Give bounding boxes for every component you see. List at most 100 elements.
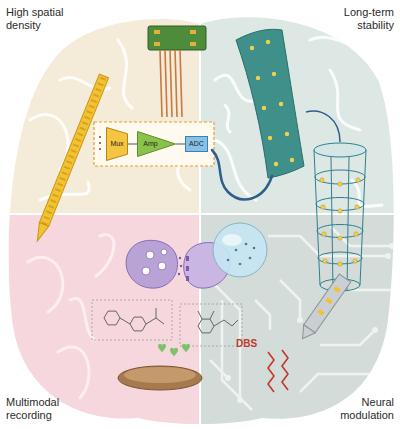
microwire-bundle xyxy=(160,50,182,117)
channel-dots xyxy=(99,136,101,150)
node-label: Mux xyxy=(110,140,123,148)
flexible-electrode xyxy=(274,162,278,166)
circuit-traces xyxy=(222,300,252,410)
flexible-electrode xyxy=(250,46,254,50)
nanoparticle-sphere xyxy=(239,263,242,266)
circuit-traces xyxy=(320,330,375,345)
microwire-bundle xyxy=(175,50,177,117)
circuit-pads xyxy=(225,375,231,381)
brain-gyri xyxy=(70,298,95,340)
flexible-electrode xyxy=(256,76,260,80)
stimulation-probe xyxy=(325,298,332,305)
synapse xyxy=(142,267,150,275)
synapse xyxy=(161,249,167,255)
flexible-electrode xyxy=(262,106,266,110)
flexible-electrode xyxy=(279,102,283,106)
amplifier-outline xyxy=(138,132,176,157)
mesh-electrode xyxy=(314,143,366,157)
brain-gyri xyxy=(96,235,114,276)
nanoparticle-sphere xyxy=(213,223,267,277)
quadrant-ground xyxy=(201,215,400,429)
box-outline xyxy=(186,137,208,152)
culture-dish xyxy=(118,366,202,390)
flexible-electrode xyxy=(236,29,304,178)
circuit-pads xyxy=(237,397,243,403)
brain-gyri xyxy=(30,115,68,170)
molecule-structure xyxy=(130,317,146,331)
pcb-board xyxy=(190,42,196,46)
brain-gyri xyxy=(58,347,89,398)
heart-symbols xyxy=(158,344,166,353)
brain-gyri xyxy=(118,40,132,108)
circuit-pads xyxy=(372,327,378,333)
flexible-electrode xyxy=(290,158,294,162)
mesh-electrode xyxy=(306,111,340,142)
pcb-board xyxy=(190,30,196,34)
quadrant-ground xyxy=(0,215,199,429)
circuit-pads xyxy=(385,253,391,259)
signal-connector xyxy=(176,144,185,145)
circuit-pads xyxy=(385,371,391,377)
brain-gyri xyxy=(28,257,63,312)
synapse xyxy=(158,262,166,270)
mesh-electrode xyxy=(353,259,357,263)
circuit-traces xyxy=(300,374,388,392)
adc-block: ADC xyxy=(185,136,208,152)
synapse xyxy=(142,249,167,275)
dbs-leads xyxy=(268,352,274,392)
mesh-electrode xyxy=(314,150,320,285)
mesh-electrode xyxy=(323,259,327,263)
mesh-electrode xyxy=(355,205,359,209)
brain-gyri xyxy=(352,180,382,206)
nanoparticle-sphere xyxy=(222,234,242,246)
amplifier-symbol: Amp xyxy=(137,131,176,157)
synapse xyxy=(178,273,180,275)
mesh-electrode xyxy=(331,157,333,291)
circuit-pads xyxy=(389,243,395,249)
electrode-cable xyxy=(212,150,272,199)
flexible-electrode xyxy=(250,40,294,166)
panel-title: High spatial density xyxy=(6,6,86,32)
mesh-electrode xyxy=(338,262,342,266)
circuit-traces xyxy=(280,280,300,320)
pcb-board xyxy=(148,26,206,50)
molecule-structure xyxy=(92,300,172,340)
flexible-electrode xyxy=(272,72,276,76)
mesh-electrode xyxy=(320,178,324,182)
flexible-electrode xyxy=(268,136,272,140)
mesh-electrode xyxy=(338,209,342,213)
heart-symbols xyxy=(182,344,190,353)
channel-dots xyxy=(99,136,101,138)
molecule-structure xyxy=(198,319,214,333)
mesh-electrode xyxy=(321,205,325,209)
molecule-structure xyxy=(104,311,120,325)
mesh-electrode xyxy=(320,178,360,266)
flexible-electrode xyxy=(266,40,270,44)
nanoparticle-sphere xyxy=(249,257,252,260)
stimulation-probe xyxy=(297,325,315,343)
circuit-traces xyxy=(210,360,228,378)
synapse xyxy=(179,257,181,259)
pcb-board xyxy=(154,30,160,34)
molecule-structure xyxy=(198,311,238,326)
node-outline xyxy=(137,131,176,157)
mesh-electrode xyxy=(347,157,349,291)
mesh-electrode xyxy=(356,178,360,182)
culture-dish xyxy=(124,367,196,383)
heart-symbols xyxy=(158,344,190,357)
mesh-electrode xyxy=(360,150,366,285)
flexible-electrode xyxy=(285,132,289,136)
mux-outline xyxy=(107,128,128,161)
synapse xyxy=(186,276,189,281)
panel-title: Multimodal recording xyxy=(6,396,86,422)
synapse xyxy=(178,256,189,281)
stimulation-probe xyxy=(333,286,340,293)
signal-connector xyxy=(128,144,137,145)
culture-dish xyxy=(118,366,202,390)
panel-title: Neural modulation xyxy=(314,396,394,422)
synapse xyxy=(126,240,177,288)
